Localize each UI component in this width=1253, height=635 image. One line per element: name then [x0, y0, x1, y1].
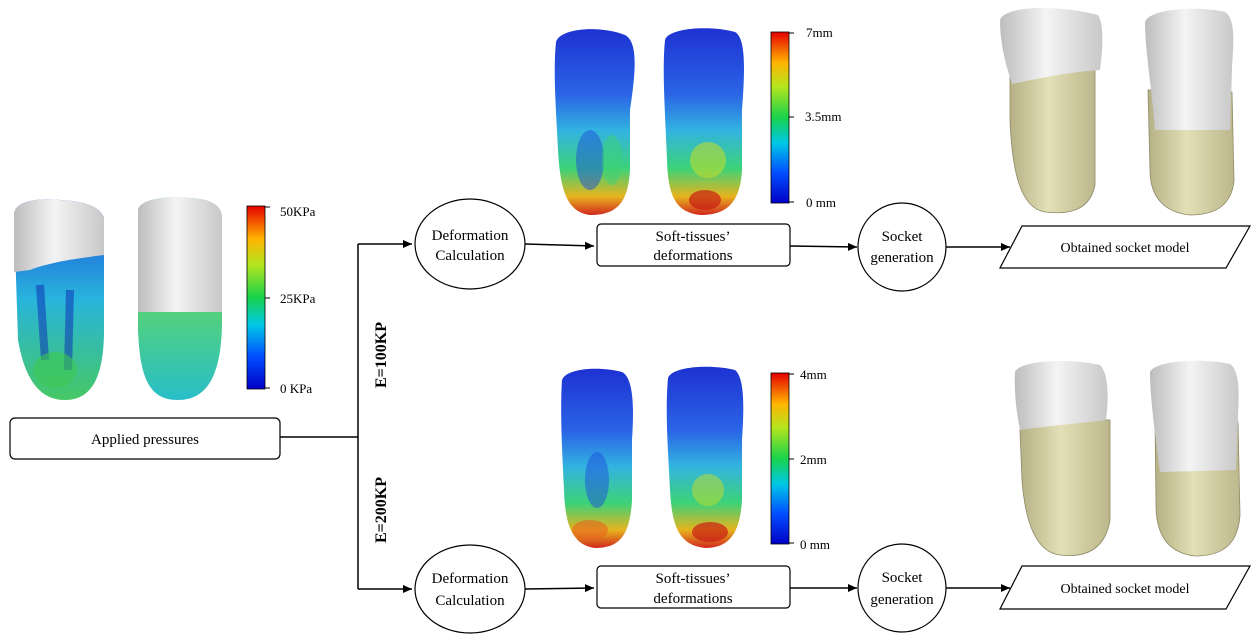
deformation-stump-top-left — [554, 29, 635, 216]
deformation-colorbar-bottom: 4mm 2mm 0 mm — [770, 367, 830, 552]
bottom-scale-mid: 2mm — [800, 452, 827, 467]
applied-pressures-node: Applied pressures — [9, 417, 281, 460]
soft-line2-bottom: deformations — [653, 591, 732, 607]
pressure-stump-left — [14, 199, 104, 400]
obtained-socket-node-top: Obtained socket model — [999, 225, 1252, 269]
socket-model-bottom-left — [1014, 360, 1111, 556]
obtained-socket-node-bottom: Obtained socket model — [999, 565, 1252, 610]
soft-line1-bottom: Soft-tissues’ — [656, 571, 731, 587]
pressure-scale-min: 0 KPa — [280, 381, 312, 396]
output-label-top: Obtained socket model — [1060, 241, 1189, 256]
deform-line1-top: Deformation — [432, 228, 509, 244]
deformation-calculation-node-top: Deformation Calculation — [414, 198, 526, 290]
branch-label-bottom: E=200KP — [373, 477, 390, 543]
top-scale-max: 7mm — [806, 25, 833, 40]
top-scale-min: 0 mm — [806, 195, 836, 210]
socket-generation-node-bottom: Socket generation — [857, 543, 947, 633]
applied-pressures-label: Applied pressures — [91, 432, 199, 448]
pressure-colorbar: 50KPa 25KPa 0 KPa — [246, 204, 316, 396]
soft-line2-top: deformations — [653, 248, 732, 264]
deformation-stump-top-right — [663, 28, 745, 215]
socket-model-top-right — [1145, 8, 1235, 216]
socket-model-bottom-right — [1150, 360, 1241, 557]
socket-model-top-left — [1000, 8, 1103, 214]
bottom-scale-min: 0 mm — [800, 537, 830, 552]
socket-line1-top: Socket — [882, 229, 924, 245]
deformation-calculation-node-bottom: Deformation Calculation — [414, 544, 526, 634]
bottom-scale-max: 4mm — [800, 367, 827, 382]
pressure-scale-max: 50KPa — [280, 204, 316, 219]
soft-tissue-deformation-node-bottom: Soft-tissues’ deformations — [596, 565, 791, 609]
soft-line1-top: Soft-tissues’ — [656, 229, 731, 245]
deformation-stump-bottom-left — [561, 368, 633, 548]
socket-line1-bottom: Socket — [882, 570, 924, 586]
deform-line1-bottom: Deformation — [432, 571, 509, 587]
deformation-colorbar-top: 7mm 3.5mm 0 mm — [770, 25, 841, 210]
branch-connectors — [280, 240, 412, 593]
deform-line2-bottom: Calculation — [435, 593, 505, 609]
socket-generation-node-top: Socket generation — [857, 202, 947, 292]
branch-label-top: E=100KP — [373, 322, 390, 388]
socket-line2-bottom: generation — [870, 592, 934, 608]
pressure-stump-right — [138, 197, 222, 400]
socket-line2-top: generation — [870, 250, 934, 266]
soft-tissue-deformation-node-top: Soft-tissues’ deformations — [596, 223, 791, 267]
output-label-bottom: Obtained socket model — [1060, 582, 1189, 597]
pressure-scale-mid: 25KPa — [280, 291, 316, 306]
deform-line2-top: Calculation — [435, 248, 505, 264]
top-scale-mid: 3.5mm — [805, 109, 841, 124]
deformation-stump-bottom-right — [666, 366, 744, 548]
